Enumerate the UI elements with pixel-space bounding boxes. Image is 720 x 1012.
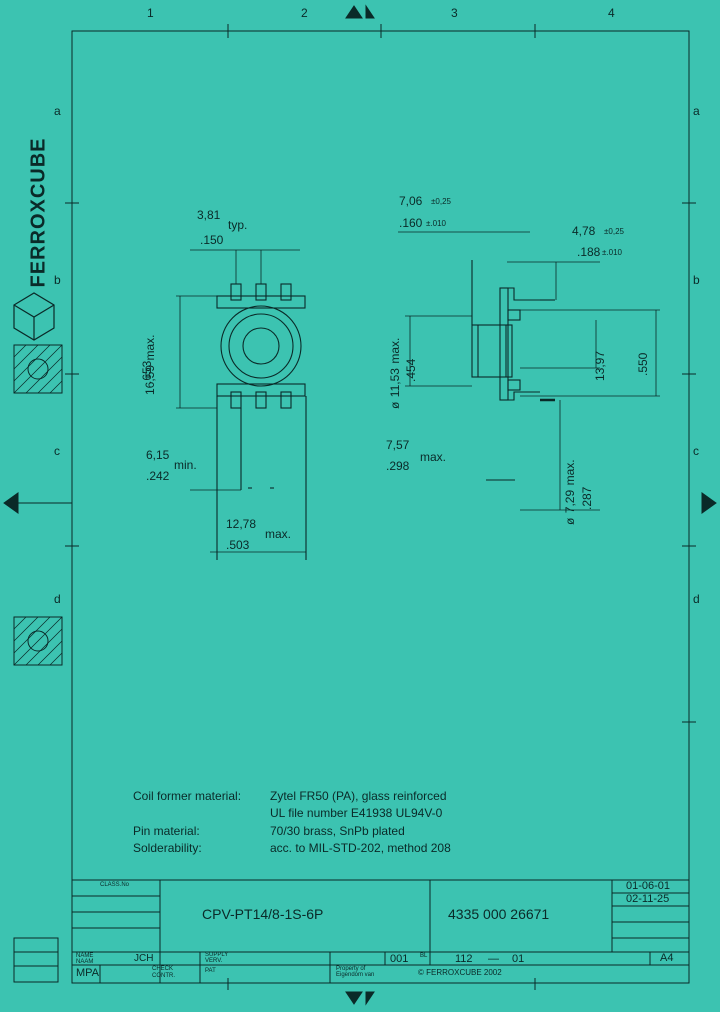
dim-row-suffix: min. <box>174 458 197 472</box>
dim-top-tol-inch: ±.010 <box>426 219 446 228</box>
dim-width-suffix: max. <box>265 527 292 541</box>
note-value-3: acc. to MIL-STD-202, method 208 <box>270 841 451 855</box>
name-label: NAME <box>76 953 94 959</box>
projection-symbol-icon <box>13 344 63 666</box>
sheet-c: 01 <box>512 953 525 965</box>
supply-label: SUPPLY <box>205 952 229 958</box>
sheet-b: 112 <box>455 953 473 965</box>
side-dimension-lines <box>398 231 660 511</box>
sheet-a: 001 <box>390 953 409 965</box>
note-value-1: UL file number E41938 UL94V-0 <box>270 806 443 820</box>
grid-column-4: 4 <box>608 6 615 20</box>
date-1: 01-06-01 <box>626 880 671 892</box>
grid-column-3: 3 <box>451 6 458 20</box>
paper-format: A4 <box>660 952 674 964</box>
dim-pin-inch: .287 <box>580 486 594 510</box>
grid-row-a: a <box>54 104 61 118</box>
dim-row-inch: .242 <box>146 469 170 483</box>
note-label-0: Coil former material: <box>133 789 242 803</box>
ferroxcube-logo-icon <box>13 292 55 341</box>
dim-right-a-inch: .550 <box>636 352 650 376</box>
property-label-1: Property of <box>336 966 366 972</box>
dim-right-a-mm: 13,97 <box>593 350 607 381</box>
dim-core-prefix: ø <box>388 401 402 409</box>
brand-name: FERROXCUBE <box>27 137 50 288</box>
grid-column-2: 2 <box>301 6 308 20</box>
dim-flange-inch: .188 <box>577 245 601 259</box>
dim-pitch-mm: 3,81 <box>197 208 221 222</box>
dim-flange-mm: 4,78 <box>572 224 596 238</box>
sheet-prefix: BL <box>420 953 428 959</box>
note-value-2: 70/30 brass, SnPb plated <box>270 824 405 838</box>
supply-label-2: VERV. <box>205 958 223 964</box>
grid-row-d: d <box>54 592 61 606</box>
dim-core-suffix: max. <box>388 337 402 364</box>
note-label-3: Solderability: <box>133 841 202 855</box>
title-block-frame <box>13 880 689 983</box>
check-value: PAT <box>205 968 216 974</box>
dim-height-inch: .653 <box>140 360 154 384</box>
dim-pin-suffix: max. <box>563 459 577 486</box>
sheet-dash: — <box>488 953 499 965</box>
dim-pin-group: ø 7,29 max. <box>561 425 579 525</box>
front-dimension-lines <box>176 249 306 553</box>
dim-pin-mm: 7,29 <box>563 489 577 514</box>
dim-core-mm: 11,53 <box>388 368 402 398</box>
name-label-2: NAAM <box>76 959 94 965</box>
dim-flange-tol-inch: ±.010 <box>602 248 622 257</box>
side-view <box>471 260 555 481</box>
dim-bottom-mm: 7,57 <box>386 438 410 452</box>
check-label-2: CONTR. <box>152 973 175 979</box>
dim-pin-prefix: ø <box>563 517 577 525</box>
dim-width-mm: 12,78 <box>226 517 257 531</box>
dim-top-mm: 7,06 <box>399 194 423 208</box>
dim-pitch-inch: .150 <box>200 233 224 247</box>
department: MPA <box>76 967 100 979</box>
grid-row-c: c <box>54 444 60 458</box>
dim-bottom-suffix: max. <box>420 450 447 464</box>
dim-core-group: ø 11,53 max. <box>386 299 404 409</box>
drawing-title: CPV-PT14/8-1S-6P <box>202 906 324 922</box>
property-label-2: Eigendom van <box>336 972 375 978</box>
grid-column-1: 1 <box>147 6 154 20</box>
dim-bottom-inch: .298 <box>386 459 410 473</box>
note-value-0: Zytel FR50 (PA), glass reinforced <box>270 789 447 803</box>
part-number: 4335 000 26671 <box>448 906 550 922</box>
dim-top-inch: .160 <box>399 216 423 230</box>
grid-row-b-right: b <box>693 273 700 287</box>
dim-width-inch: .503 <box>226 538 250 552</box>
grid-row-a-right: a <box>693 104 700 118</box>
name-value: JCH <box>134 953 154 964</box>
dim-row-mm: 6,15 <box>146 448 170 462</box>
dim-top-tol-mm: ±0,25 <box>431 197 451 206</box>
dim-pitch-suffix: typ. <box>228 218 248 232</box>
date-2: 02-11-25 <box>626 893 670 905</box>
grid-row-c-right: c <box>693 444 699 458</box>
check-label: CHECK <box>152 966 174 972</box>
dim-core-inch: .454 <box>404 358 418 382</box>
dim-flange-tol-mm: ±0,25 <box>604 227 624 236</box>
copyright: © FERROXCUBE 2002 <box>418 968 502 977</box>
note-label-2: Pin material: <box>133 824 200 838</box>
grid-row-b: b <box>54 273 61 287</box>
classification-label: CLASS.No <box>100 882 130 888</box>
grid-row-d-right: d <box>693 592 700 606</box>
